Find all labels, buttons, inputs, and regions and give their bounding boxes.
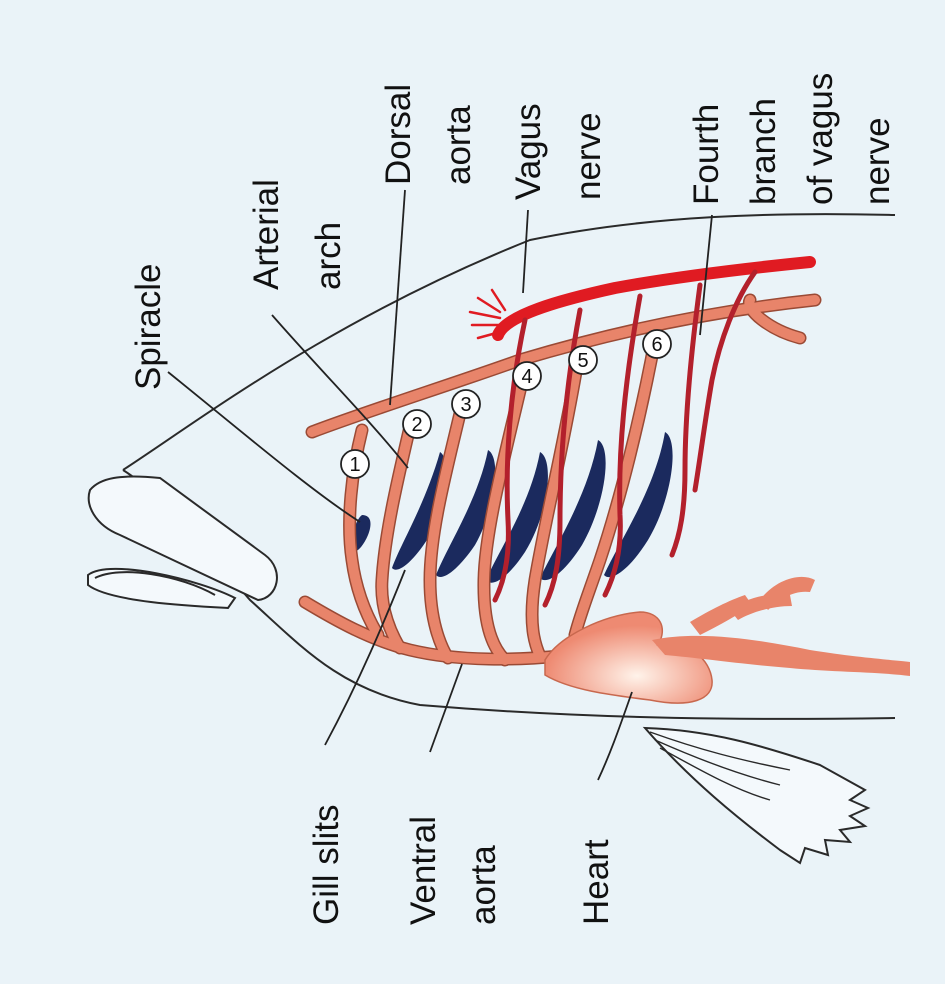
spiracle-leader — [168, 372, 360, 522]
heart-leader — [598, 692, 632, 780]
label-fourth-branch-line2: branch — [744, 98, 783, 205]
label-fourth-branch-line4: nerve — [858, 117, 897, 205]
arch-number: 1 — [349, 454, 360, 476]
arch-number: 6 — [651, 334, 662, 356]
label-ventral-aorta-line1: Ventral — [404, 816, 443, 925]
arch-number: 5 — [577, 350, 588, 372]
arterial-arch-leader — [272, 315, 408, 468]
label-dorsal-aorta-line1: Dorsal — [379, 84, 418, 185]
arch-marker-6: 6 — [643, 330, 671, 358]
arch-marker-3: 3 — [452, 390, 480, 418]
arch-marker-1: 1 — [341, 450, 369, 478]
label-fourth-branch-line1: Fourth — [687, 104, 726, 205]
arch-number: 4 — [521, 366, 532, 388]
arch-number: 3 — [460, 394, 471, 416]
label-arterial-arch-line1: Arterial — [247, 179, 286, 290]
label-ventral-aorta-line2: aorta — [464, 845, 503, 925]
arch-marker-4: 4 — [513, 362, 541, 390]
arch-marker-2: 2 — [403, 410, 431, 438]
label-vagus-nerve-line2: nerve — [569, 112, 608, 200]
vagus-nerve-leader — [523, 210, 528, 293]
label-arterial-arch-line2: arch — [309, 222, 348, 290]
arch-number: 2 — [411, 414, 422, 436]
heart-shape — [545, 577, 910, 703]
label-gill-slits: Gill slits — [307, 804, 346, 925]
label-fourth-branch-line3: of vagus — [801, 73, 840, 205]
label-spiracle: Spiracle — [129, 264, 168, 390]
arch-marker-5: 5 — [569, 346, 597, 374]
label-dorsal-aorta-line2: aorta — [439, 105, 478, 185]
label-vagus-nerve-line1: Vagus — [509, 103, 548, 200]
label-heart: Heart — [577, 839, 616, 925]
